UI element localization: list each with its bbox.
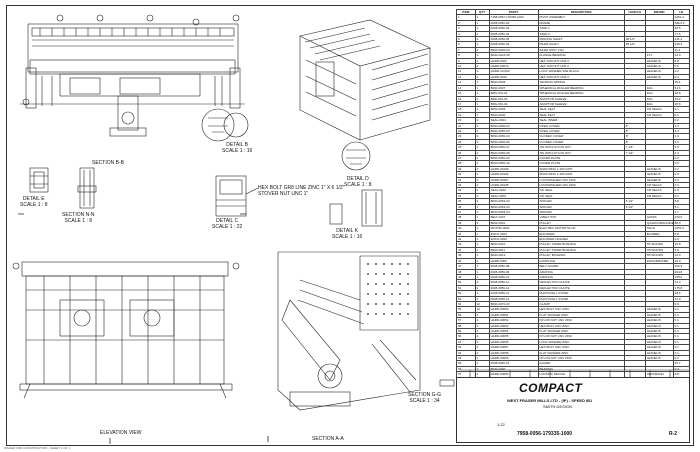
bom-header-row: ITEM QTY PART# DESCRIPTION LENGTH BRAND … (456, 8, 691, 16)
label-detail-b: DETAIL B SCALE 1 : 16 (222, 142, 253, 154)
label-detail-k: DETAIL K SCALE 1 : 16 (332, 228, 363, 240)
callout-stover-nut: STOVER NUT UNC 1" (258, 191, 309, 197)
bom-header-length: LENGTH (623, 8, 646, 16)
section-markers (18, 213, 269, 444)
detail-d-view (329, 189, 383, 227)
label-elevation-view: ELEVATION VIEW (100, 430, 142, 436)
bom-cell: SPHERICAL ROLLER BEARING (537, 84, 625, 92)
label-detail-c: DETAIL C SCALE 1 : 22 (212, 218, 243, 230)
bom-cell: 1057.0 (672, 225, 691, 232)
bill-of-materials: ITEM QTY PART# DESCRIPTION LENGTH BRAND … (456, 8, 691, 378)
bom-cell: 218.3 (672, 41, 691, 48)
bom-cell: 159.6 (672, 273, 691, 281)
title-sheet-scale: 1:22 (497, 422, 505, 427)
label-section-gg: SECTION G-G SCALE 1 : 34 (408, 392, 442, 404)
bom-cell: 175.8 (672, 284, 691, 292)
bom-cell: LOCKING DEVICE (537, 371, 625, 378)
footer-note: ISSUED FOR CONSTRUCTION - SHEET 1 OF 1 (4, 446, 70, 450)
revision: R-2 (669, 431, 678, 437)
grating-dots (367, 263, 409, 315)
detail-c-view (215, 175, 259, 217)
bom-cell: 204.8 (672, 268, 691, 275)
title-project: SMITH DESIGN (543, 404, 572, 409)
bom-cell: 270.0 (672, 214, 691, 221)
bom-cell: SPHERICAL ROLLER BEARING (537, 90, 625, 97)
isometric-view (223, 19, 431, 171)
bom-cell: 241.4 (672, 35, 691, 43)
title-block: COMPACT WEST FRASER MILLS LTD - (IP) - S… (456, 377, 690, 443)
label-detail-d: DETAIL D SCALE 1 : 8 (344, 176, 372, 188)
callout-hex-bolt: HEX BOLT GR8 LINE ZINC 1" X 6 1/2" (258, 185, 345, 191)
bom-cell: 2491.4 (672, 14, 691, 21)
elevation-view (12, 261, 240, 399)
section-nn-view (77, 167, 97, 209)
bom-header-description: DESCRIPTION (537, 8, 625, 16)
label-section-nn: SECTION N-N SCALE 1 : 8 (62, 212, 95, 224)
bom-header-weight: LB (672, 8, 691, 16)
bom-cell: QUADCOMACHINE (644, 219, 674, 227)
bom-cell (623, 371, 646, 378)
detail-e-view (29, 167, 49, 193)
drawing-number: 7958-0056-179335-1000 (517, 431, 573, 437)
bom-cell: 160.3 (672, 263, 691, 270)
company-logo: COMPACT (519, 381, 583, 395)
bom-cell: ABL4.6 (672, 19, 691, 27)
drawing-border (6, 5, 694, 446)
title-company: WEST FRASER MILLS LTD - (IP) - SPEED IB1 (507, 398, 593, 403)
section-aa-view (277, 251, 421, 411)
bom-cell: 48 1/2" (623, 35, 646, 43)
bom-cell: 48 1/2" (623, 41, 646, 48)
section-bb-view (20, 14, 245, 142)
label-section-aa: SECTION A-A (312, 436, 344, 442)
label-section-bb: SECTION B-B (92, 160, 124, 166)
label-detail-e: DETAIL E SCALE 1 : 8 (20, 196, 48, 208)
bom-cell: 8.8 (672, 371, 691, 378)
bom-table: ITEM QTY PART# DESCRIPTION LENGTH BRAND … (456, 8, 691, 378)
